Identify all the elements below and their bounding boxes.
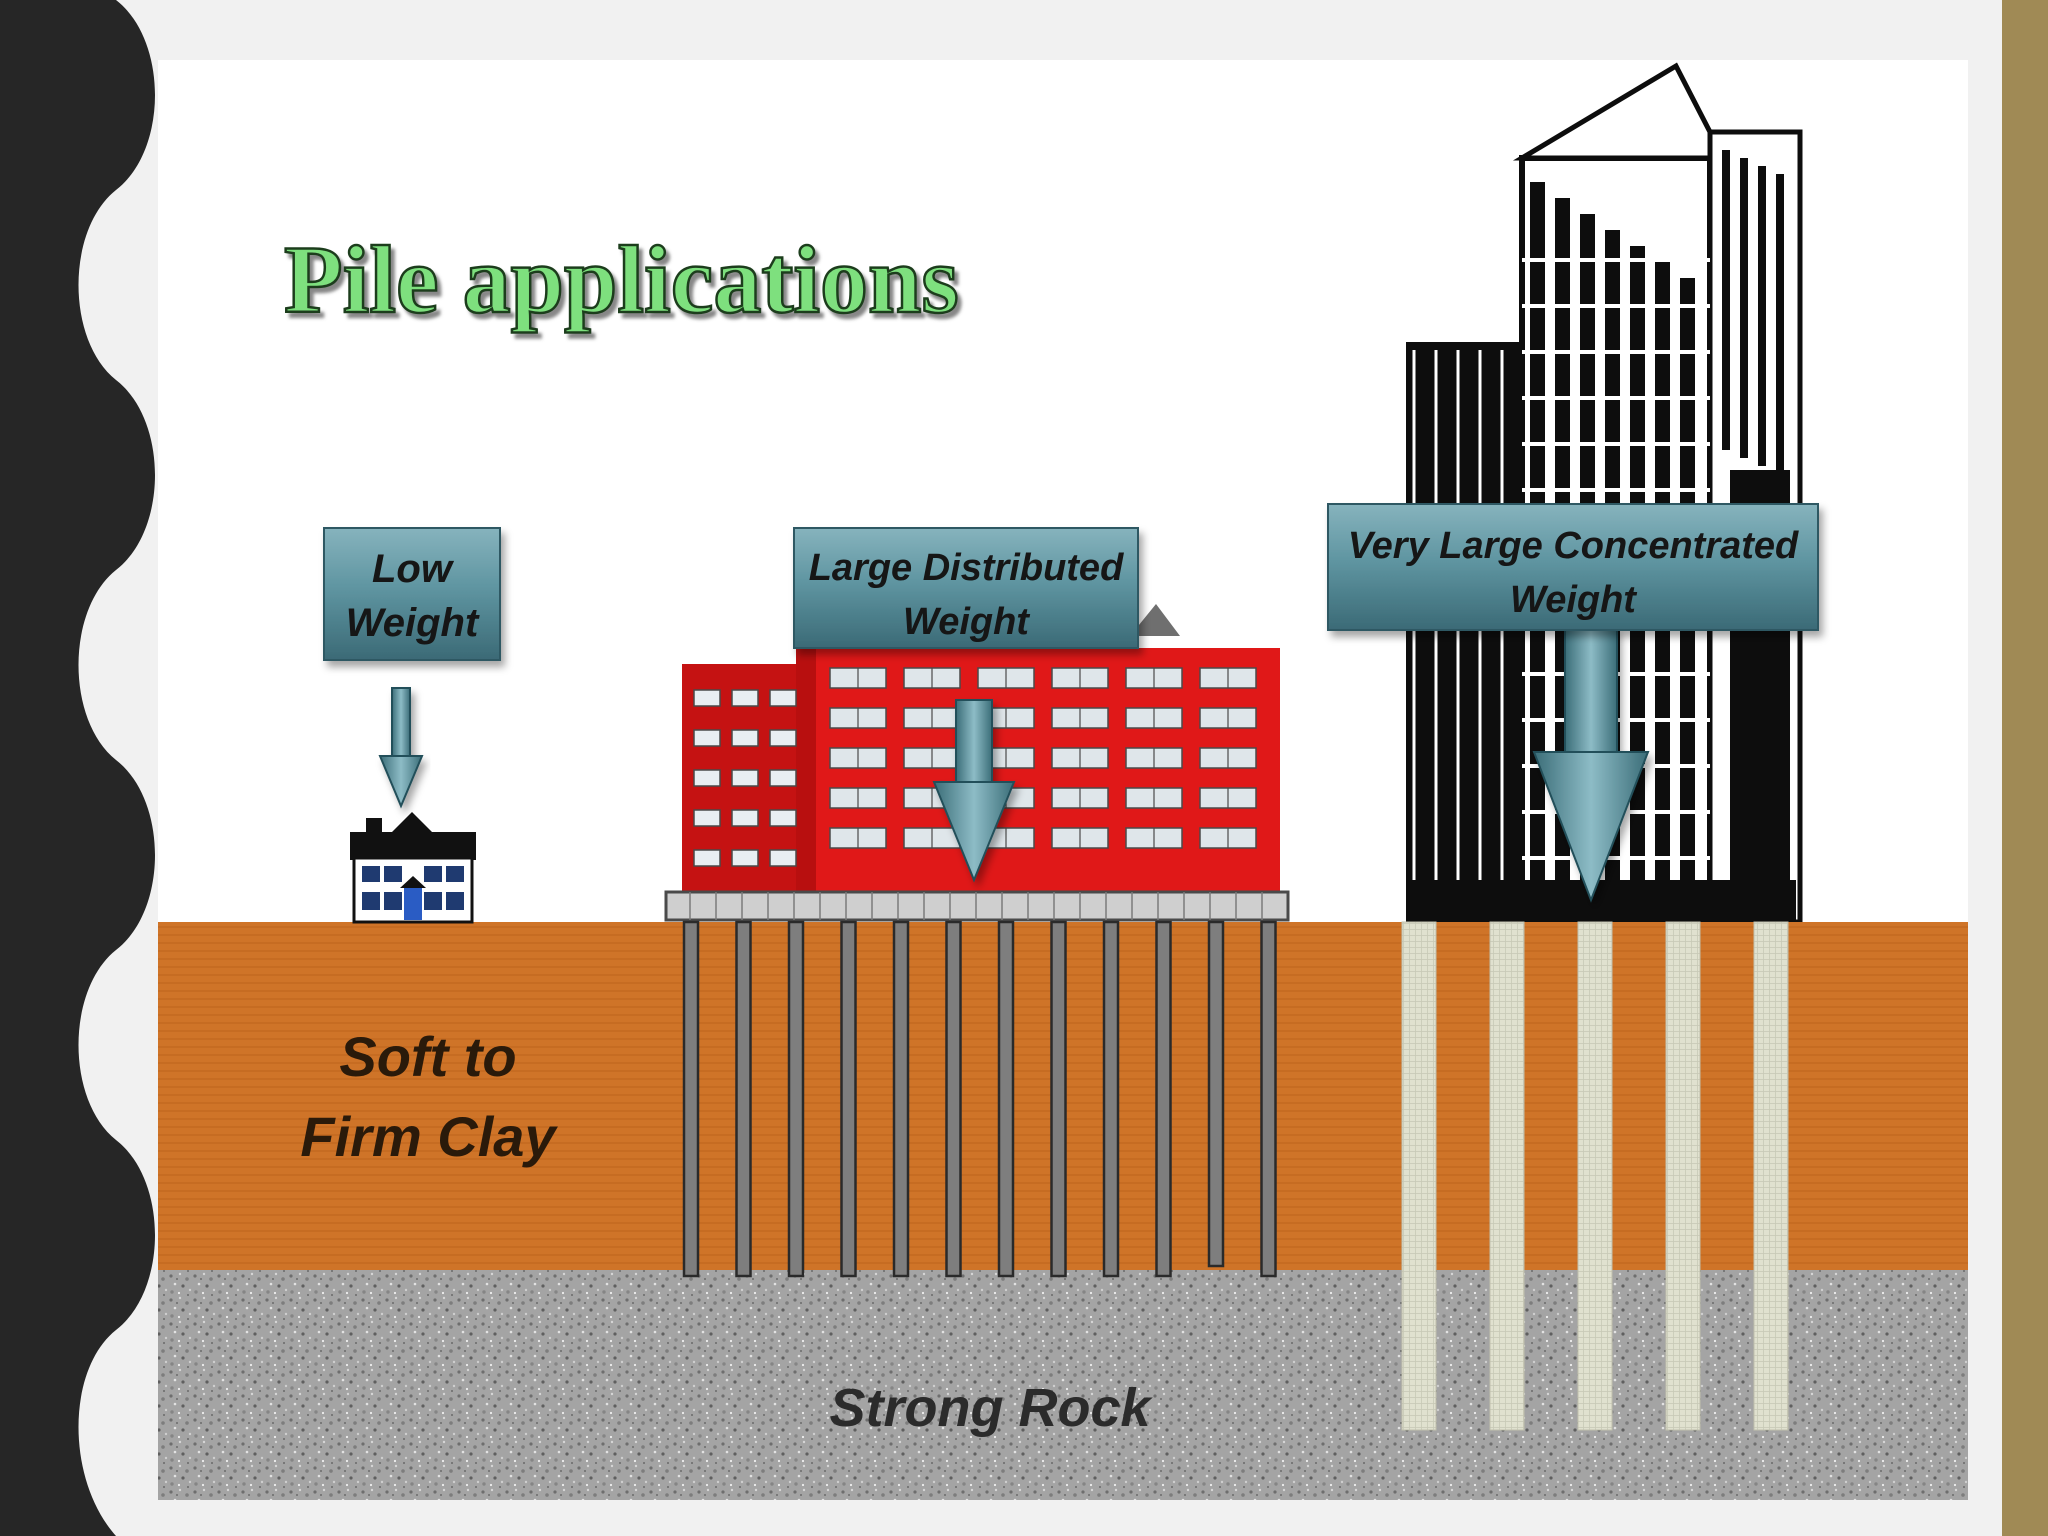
pile (1207, 920, 1225, 1268)
house-icon (350, 812, 476, 924)
pile (1260, 920, 1277, 1278)
callout-very-large-concentrated-weight: Very Large Concentrated Weight (1327, 503, 1819, 631)
pile (945, 920, 962, 1278)
down-arrow-icon (932, 699, 1016, 883)
callout-low-weight: Low Weight (323, 527, 501, 661)
pile (735, 920, 752, 1278)
wavy-left-border (0, 0, 155, 1536)
pile (787, 920, 805, 1278)
pile (1577, 921, 1613, 1431)
pile (892, 920, 910, 1278)
pile (1155, 920, 1172, 1278)
rock-label: Strong Rock (829, 1378, 1153, 1438)
down-arrow-icon (378, 687, 424, 809)
pile (1050, 920, 1067, 1278)
right-accent-bar (2002, 0, 2048, 1536)
distributed-pile-group (682, 920, 1277, 1278)
callout-distributed-line1: Large Distributed (809, 547, 1124, 589)
callout-large-distributed-weight: Large Distributed Weight (793, 527, 1139, 649)
clay-label-line1: Soft to (339, 1025, 516, 1088)
pile (682, 920, 700, 1278)
callout-low-line2: Weight (346, 601, 480, 645)
callout-concentrated-line2: Weight (1510, 579, 1637, 621)
pile (997, 920, 1015, 1278)
concentrated-pile-group (1401, 921, 1789, 1431)
pile (1489, 921, 1525, 1431)
pile (1401, 921, 1437, 1431)
pile (1753, 921, 1789, 1431)
clay-label-line2: Firm Clay (300, 1105, 558, 1168)
callout-distributed-line2: Weight (903, 601, 1030, 643)
pile (1665, 921, 1701, 1431)
callout-concentrated-line1: Very Large Concentrated (1348, 525, 1799, 567)
callout-low-line1: Low (372, 547, 455, 591)
page-title: Pile applications (284, 226, 959, 333)
pile (840, 920, 857, 1278)
pile (1102, 920, 1120, 1278)
